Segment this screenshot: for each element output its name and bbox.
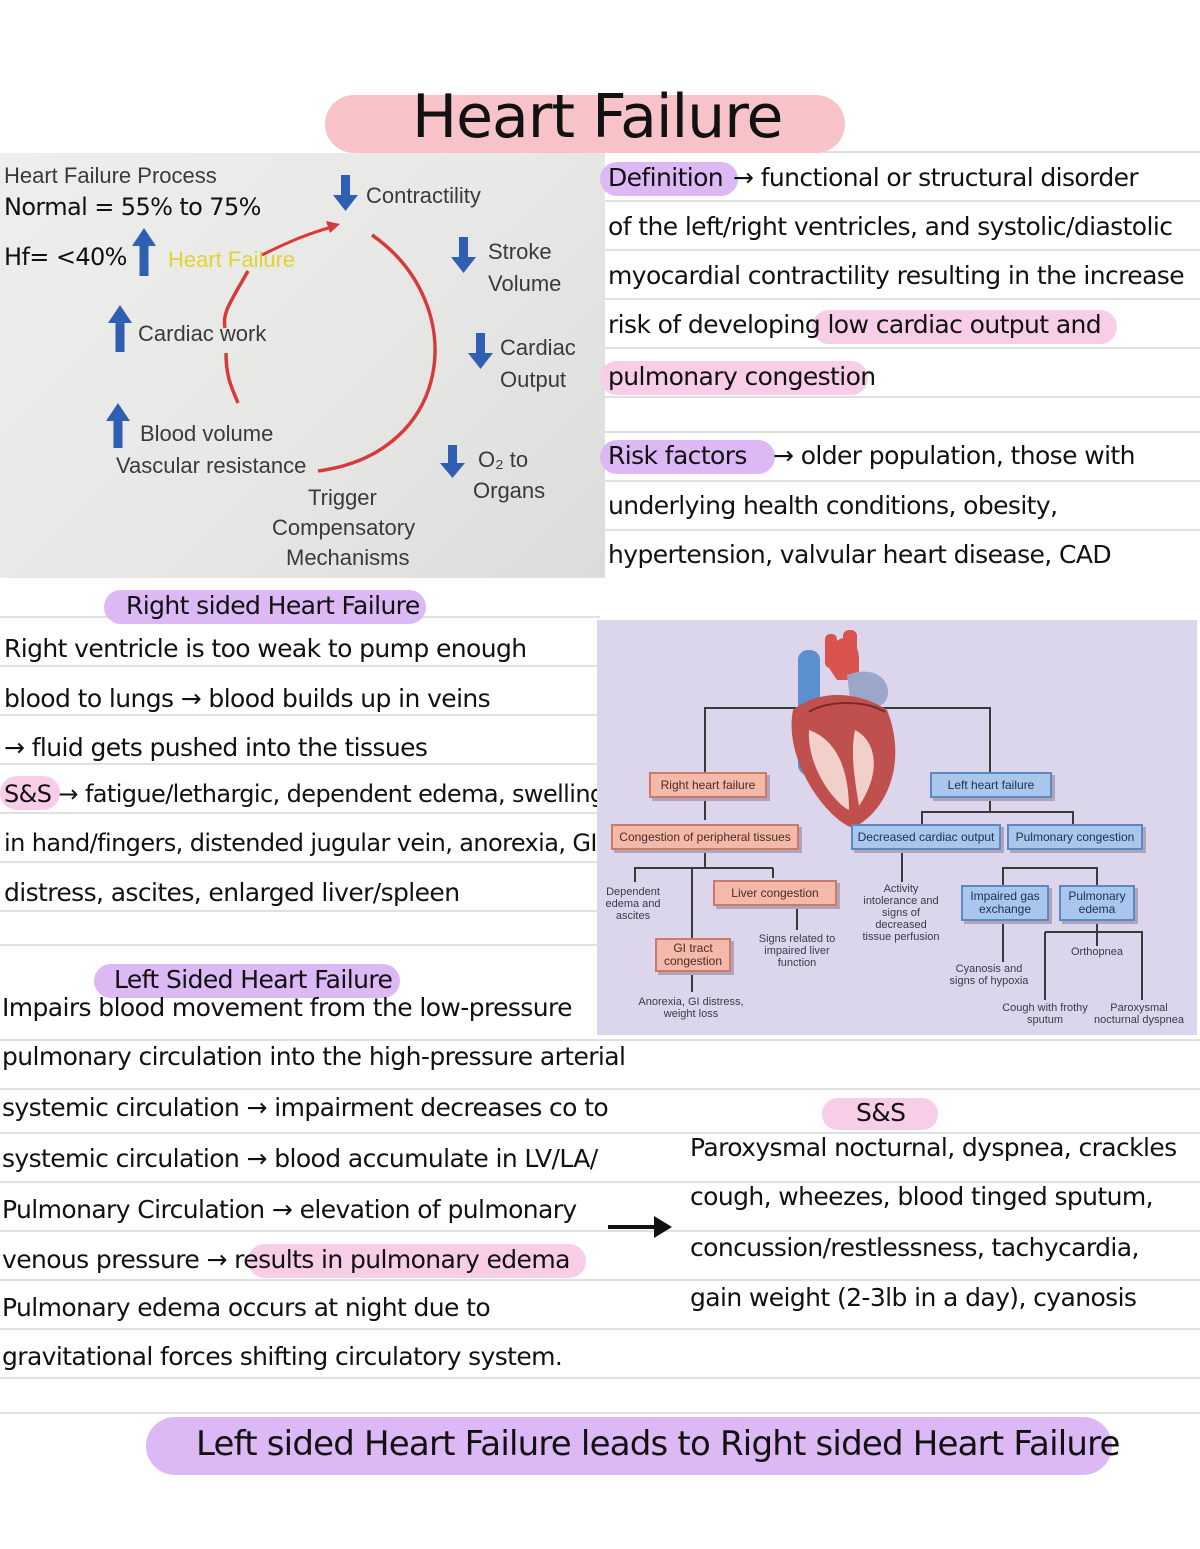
blood-volume-label: Blood volume [140, 421, 274, 446]
pulmonary-congestion-highlight [600, 361, 868, 395]
ss-right-highlight [0, 776, 60, 810]
process-cycle-diagram [106, 175, 493, 478]
left-sided-line-8: gravitational forces shifting circulator… [2, 1342, 563, 1371]
orthopnea-text: Orthopnea [1071, 946, 1123, 958]
pulmonary-edema-box: Pulmonary edema [1059, 885, 1135, 921]
right-sided-line-5: in hand/fingers, distended jugular vein,… [4, 829, 597, 857]
definition-highlight [600, 162, 738, 196]
stroke-label: Stroke [488, 239, 552, 264]
arrow-right-icon [608, 1216, 672, 1238]
organs-label: Organs [473, 478, 546, 503]
low-cardiac-output-highlight [812, 310, 1117, 344]
cough-text: Cough with frothy sputum [1002, 1002, 1088, 1026]
ss-heading: S&S [856, 1098, 906, 1127]
cardiac-work-label: Cardiac work [138, 321, 267, 346]
diagram-connectors [634, 630, 1143, 1000]
risk-factors-line-2: underlying health conditions, obesity, [608, 491, 1058, 520]
heart-failure-diagram: Right heart failure Left heart failure C… [597, 620, 1197, 1035]
contractility-label: Contractility [366, 183, 481, 208]
heart-illustration [791, 630, 896, 828]
activity-intolerance-text: Activity intolerance and signs of decrea… [862, 883, 940, 943]
left-sided-line-7: Pulmonary edema occurs at night due to [2, 1293, 491, 1322]
ss-line-2: cough, wheezes, blood tinged sputum, [690, 1182, 1154, 1211]
congestion-peripheral-box: Congestion of peripheral tissues [611, 824, 799, 850]
right-sided-heading-highlight [104, 590, 426, 624]
right-sided-line-4: S&S → fatigue/lethargic, dependent edema… [4, 780, 605, 808]
definition-label: Definition [608, 163, 724, 192]
decreased-cardiac-output-box: Decreased cardiac output [851, 824, 1001, 850]
definition-line-1: → functional or structural disorder [733, 163, 1139, 192]
left-sided-line-4: systemic circulation → blood accumulate … [2, 1144, 598, 1173]
left-sided-heading-highlight [94, 964, 400, 998]
risk-factors-line-1: → older population, those with [773, 441, 1135, 470]
conclusion-highlight [146, 1417, 1112, 1475]
pulmonary-edema-highlight [248, 1244, 586, 1278]
risk-factors-highlight [600, 440, 775, 474]
gi-tract-congestion-box: GI tract congestion [655, 938, 731, 972]
left-sided-line-5: Pulmonary Circulation → elevation of pul… [2, 1195, 577, 1224]
left-sided-line-2: pulmonary circulation into the high-pres… [2, 1042, 626, 1071]
definition-line-2: of the left/right ventricles, and systol… [608, 212, 1173, 241]
right-sided-line-6: distress, ascites, enlarged liver/spleen [4, 878, 460, 907]
cardiac-label: Cardiac [500, 335, 576, 360]
volume-label: Volume [488, 271, 562, 296]
trigger-label: Trigger [308, 485, 377, 510]
heart-failure-label: Heart Failure [168, 247, 296, 272]
pnd-text: Paroxysmal nocturnal dyspnea [1094, 1002, 1184, 1026]
process-heading: Heart Failure Process [4, 163, 217, 188]
right-sided-line-3: → fluid gets pushed into the tissues [4, 733, 428, 762]
ss-line-4: gain weight (2-3lb in a day), cyanosis [690, 1283, 1137, 1312]
compensatory-label: Compensatory [272, 515, 416, 540]
anorexia-text: Anorexia, GI distress, weight loss [638, 996, 744, 1020]
title-highlight [325, 95, 845, 153]
left-sided-heading: Left Sided Heart Failure [114, 965, 393, 994]
left-sided-line-1: Impairs blood movement from the low-pres… [2, 993, 572, 1022]
ss-line-3: concussion/restlessness, tachycardia, [690, 1233, 1139, 1262]
ss-heading-highlight [822, 1098, 938, 1130]
ss-line-1: Paroxysmal nocturnal, dyspnea, crackles [690, 1133, 1177, 1162]
output-label: Output [500, 367, 567, 392]
mechanisms-label: Mechanisms [286, 545, 410, 570]
heart-failure-process-photo: Heart Failure Process Normal = 55% to 75… [0, 153, 605, 578]
left-sided-line-6: venous pressure → results in pulmonary e… [2, 1245, 570, 1274]
right-sided-line-2: blood to lungs → blood builds up in vein… [4, 684, 491, 713]
risk-factors-label: Risk factors [608, 441, 747, 470]
left-heart-failure-box: Left heart failure [930, 772, 1052, 798]
definition-line-3: myocardial contractility resulting in th… [608, 261, 1185, 290]
hf-ef-note: Hf= <40% [4, 243, 127, 271]
conclusion-text: Left sided Heart Failure leads to Right … [196, 1424, 1120, 1464]
right-heart-failure-box: Right heart failure [649, 772, 767, 798]
cyanosis-text: Cyanosis and signs of hypoxia [949, 963, 1029, 987]
left-sided-line-3: systemic circulation → impairment decrea… [2, 1093, 609, 1122]
o2-label: O₂ to [478, 447, 529, 472]
normal-ef-note: Normal = 55% to 75% [4, 193, 261, 221]
vascular-resistance-label: Vascular resistance [116, 453, 307, 478]
right-sided-heading: Right sided Heart Failure [126, 591, 420, 620]
definition-line-5: pulmonary congestion [608, 362, 876, 391]
definition-line-4: risk of developing low cardiac output an… [608, 310, 1102, 339]
right-sided-line-1: Right ventricle is too weak to pump enou… [4, 634, 527, 663]
page-title: Heart Failure [412, 82, 783, 152]
liver-congestion-box: Liver congestion [713, 880, 837, 906]
risk-factors-line-3: hypertension, valvular heart disease, CA… [608, 540, 1112, 569]
dependent-edema-text: Dependent edema and ascites [605, 886, 661, 922]
impaired-gas-exchange-box: Impaired gas exchange [961, 885, 1049, 921]
signs-liver-text: Signs related to impaired liver function [758, 933, 836, 969]
pulmonary-congestion-box: Pulmonary congestion [1007, 824, 1143, 850]
